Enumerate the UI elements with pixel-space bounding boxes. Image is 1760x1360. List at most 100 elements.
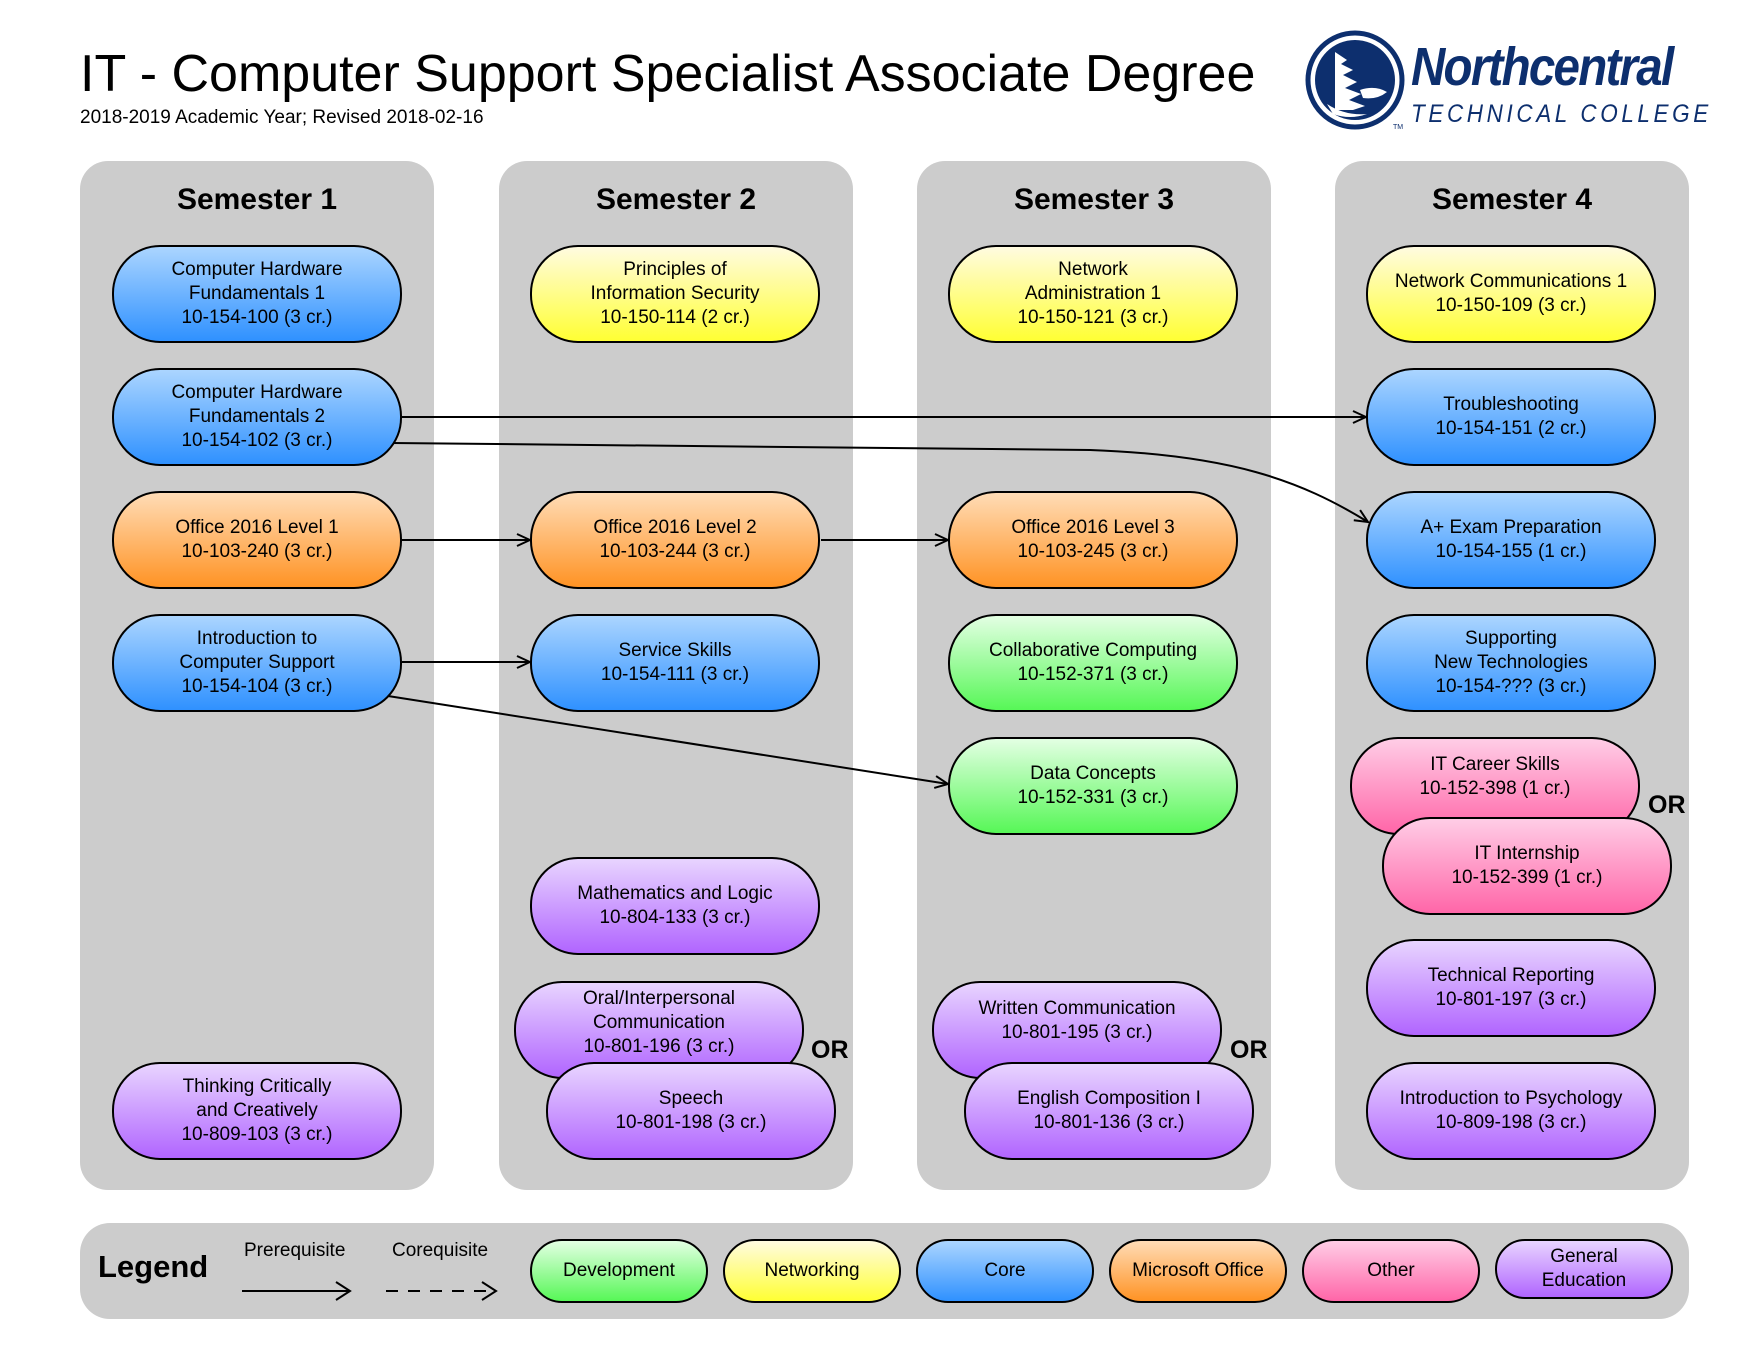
course-name: A+ Exam Preparation xyxy=(1420,517,1602,538)
course-name: Technical Reporting xyxy=(1427,965,1595,986)
logo-trademark: TM xyxy=(1393,124,1404,131)
course-speech[interactable]: Speech 10-801-198 (3 cr.) xyxy=(546,1062,836,1160)
legend-item-general-education: General Education xyxy=(1495,1239,1673,1299)
course-name: Thinking Critically xyxy=(182,1076,332,1097)
or-label: OR xyxy=(1648,791,1686,819)
course-it-internship[interactable]: IT Internship 10-152-399 (1 cr.) xyxy=(1382,817,1672,915)
course-name: Introduction to xyxy=(196,628,318,649)
course-code: 10-152-399 (1 cr.) xyxy=(1451,867,1603,888)
course-collaborative-computing[interactable]: Collaborative Computing 10-152-371 (3 cr… xyxy=(948,614,1238,712)
course-name: Data Concepts xyxy=(1030,763,1156,784)
course-code: 10-154-102 (3 cr.) xyxy=(181,430,333,451)
course-name: Principles of xyxy=(623,259,727,280)
course-name: and Creatively xyxy=(196,1100,318,1121)
course-code: 10-103-240 (3 cr.) xyxy=(181,541,333,562)
course-code: 10-152-371 (3 cr.) xyxy=(1017,664,1169,685)
course-introduction-to-computer-support[interactable]: Introduction to Computer Support 10-154-… xyxy=(112,614,402,712)
course-technical-reporting[interactable]: Technical Reporting 10-801-197 (3 cr.) xyxy=(1366,939,1656,1037)
course-code: 10-801-197 (3 cr.) xyxy=(1435,989,1587,1010)
course-name: Written Communication xyxy=(978,998,1176,1019)
course-name: Office 2016 Level 2 xyxy=(593,517,757,538)
course-code: 10-801-198 (3 cr.) xyxy=(615,1112,767,1133)
course-principles-of-information-security[interactable]: Principles of Information Security 10-15… xyxy=(530,245,820,343)
course-name: IT Career Skills xyxy=(1430,754,1560,775)
legend-title: Legend xyxy=(98,1249,209,1284)
course-name: Supporting xyxy=(1465,628,1557,649)
course-a-plus-exam-preparation[interactable]: A+ Exam Preparation 10-154-155 (1 cr.) xyxy=(1366,491,1656,589)
course-code: 10-152-398 (1 cr.) xyxy=(1419,778,1571,799)
course-data-concepts[interactable]: Data Concepts 10-152-331 (3 cr.) xyxy=(948,737,1238,835)
legend-prerequisite-label: Prerequisite xyxy=(244,1240,346,1261)
page-title: IT - Computer Support Specialist Associa… xyxy=(80,45,1256,103)
semester-title: Semester 3 xyxy=(1013,183,1175,216)
course-code: 10-150-109 (3 cr.) xyxy=(1435,295,1587,316)
legend-item-development: Development xyxy=(530,1239,708,1303)
course-code: 10-804-133 (3 cr.) xyxy=(599,907,751,928)
course-code: 10-154-100 (3 cr.) xyxy=(181,307,333,328)
course-thinking-critically[interactable]: Thinking Critically and Creatively 10-80… xyxy=(112,1062,402,1160)
course-code: 10-801-195 (3 cr.) xyxy=(1001,1022,1153,1043)
course-computer-hardware-fundamentals-2[interactable]: Computer Hardware Fundamentals 2 10-154-… xyxy=(112,368,402,466)
page-subtitle: 2018-2019 Academic Year; Revised 2018-02… xyxy=(80,107,484,128)
course-name: Network Communications 1 xyxy=(1394,271,1628,292)
course-office-2016-level-2[interactable]: Office 2016 Level 2 10-103-244 (3 cr.) xyxy=(530,491,820,589)
course-english-composition-1[interactable]: English Composition I 10-801-136 (3 cr.) xyxy=(964,1062,1254,1160)
course-code: 10-154-??? (3 cr.) xyxy=(1435,676,1587,697)
course-name: Speech xyxy=(658,1088,724,1109)
college-logo: Northcentral TECHNICAL COLLEGE TM xyxy=(1305,30,1708,134)
course-name: Information Security xyxy=(590,283,760,304)
course-code: 10-809-198 (3 cr.) xyxy=(1435,1112,1587,1133)
course-mathematics-and-logic[interactable]: Mathematics and Logic 10-804-133 (3 cr.) xyxy=(530,857,820,955)
course-name: Computer Hardware xyxy=(171,259,343,280)
course-name: Mathematics and Logic xyxy=(577,883,773,904)
course-name: Computer Hardware xyxy=(171,382,343,403)
course-name: Introduction to Psychology xyxy=(1399,1088,1623,1109)
course-code: 10-103-244 (3 cr.) xyxy=(599,541,751,562)
course-code: 10-150-121 (3 cr.) xyxy=(1017,307,1169,328)
course-name: Fundamentals 2 xyxy=(188,406,326,427)
course-code: 10-150-114 (2 cr.) xyxy=(600,307,750,328)
pine-tree-circle-icon xyxy=(1305,30,1405,130)
course-network-communications-1[interactable]: Network Communications 1 10-150-109 (3 c… xyxy=(1366,245,1656,343)
course-introduction-to-psychology[interactable]: Introduction to Psychology 10-809-198 (3… xyxy=(1366,1062,1656,1160)
course-name: Network xyxy=(1058,259,1128,280)
legend-corequisite-label: Corequisite xyxy=(392,1240,489,1261)
course-office-2016-level-3[interactable]: Office 2016 Level 3 10-103-245 (3 cr.) xyxy=(948,491,1238,589)
legend: Legend Prerequisite Corequisite Developm… xyxy=(80,1223,1689,1319)
course-name: Computer Support xyxy=(179,652,335,673)
course-computer-hardware-fundamentals-1[interactable]: Computer Hardware Fundamentals 1 10-154-… xyxy=(112,245,402,343)
course-code: 10-154-104 (3 cr.) xyxy=(181,676,333,697)
course-name: English Composition I xyxy=(1017,1088,1201,1109)
course-name: IT Internship xyxy=(1474,843,1580,864)
semester-title: Semester 4 xyxy=(1431,183,1593,216)
course-code: 10-801-196 (3 cr.) xyxy=(583,1036,735,1057)
course-code: 10-154-111 (3 cr.) xyxy=(600,664,750,685)
course-code: 10-154-155 (1 cr.) xyxy=(1435,541,1587,562)
course-network-administration-1[interactable]: Network Administration 1 10-150-121 (3 c… xyxy=(948,245,1238,343)
course-name: Administration 1 xyxy=(1024,283,1162,304)
or-label: OR xyxy=(811,1036,849,1064)
course-name: Office 2016 Level 1 xyxy=(175,517,339,538)
course-service-skills[interactable]: Service Skills 10-154-111 (3 cr.) xyxy=(530,614,820,712)
course-name: New Technologies xyxy=(1434,652,1588,673)
course-name: Oral/Interpersonal xyxy=(582,988,736,1009)
or-label: OR xyxy=(1230,1036,1268,1064)
course-name: Collaborative Computing xyxy=(988,640,1198,661)
course-troubleshooting[interactable]: Troubleshooting 10-154-151 (2 cr.) xyxy=(1366,368,1656,466)
course-name: Office 2016 Level 3 xyxy=(1011,517,1175,538)
course-office-2016-level-1[interactable]: Office 2016 Level 1 10-103-240 (3 cr.) xyxy=(112,491,402,589)
semester-title: Semester 2 xyxy=(595,183,757,216)
legend-arrow-samples xyxy=(242,1281,498,1301)
semester-title: Semester 1 xyxy=(176,183,338,216)
course-name: Troubleshooting xyxy=(1443,394,1579,415)
course-name: Communication xyxy=(593,1012,725,1033)
course-code: 10-103-245 (3 cr.) xyxy=(1017,541,1169,562)
legend-item-core: Core xyxy=(916,1239,1094,1303)
course-code: 10-152-331 (3 cr.) xyxy=(1017,787,1169,808)
course-code: 10-809-103 (3 cr.) xyxy=(181,1124,333,1145)
logo-tagline: TECHNICAL COLLEGE xyxy=(1411,100,1712,128)
course-name: Fundamentals 1 xyxy=(188,283,326,304)
solid-arrow-icon xyxy=(242,1281,352,1301)
course-supporting-new-technologies[interactable]: Supporting New Technologies 10-154-??? (… xyxy=(1366,614,1656,712)
legend-item-other: Other xyxy=(1302,1239,1480,1303)
